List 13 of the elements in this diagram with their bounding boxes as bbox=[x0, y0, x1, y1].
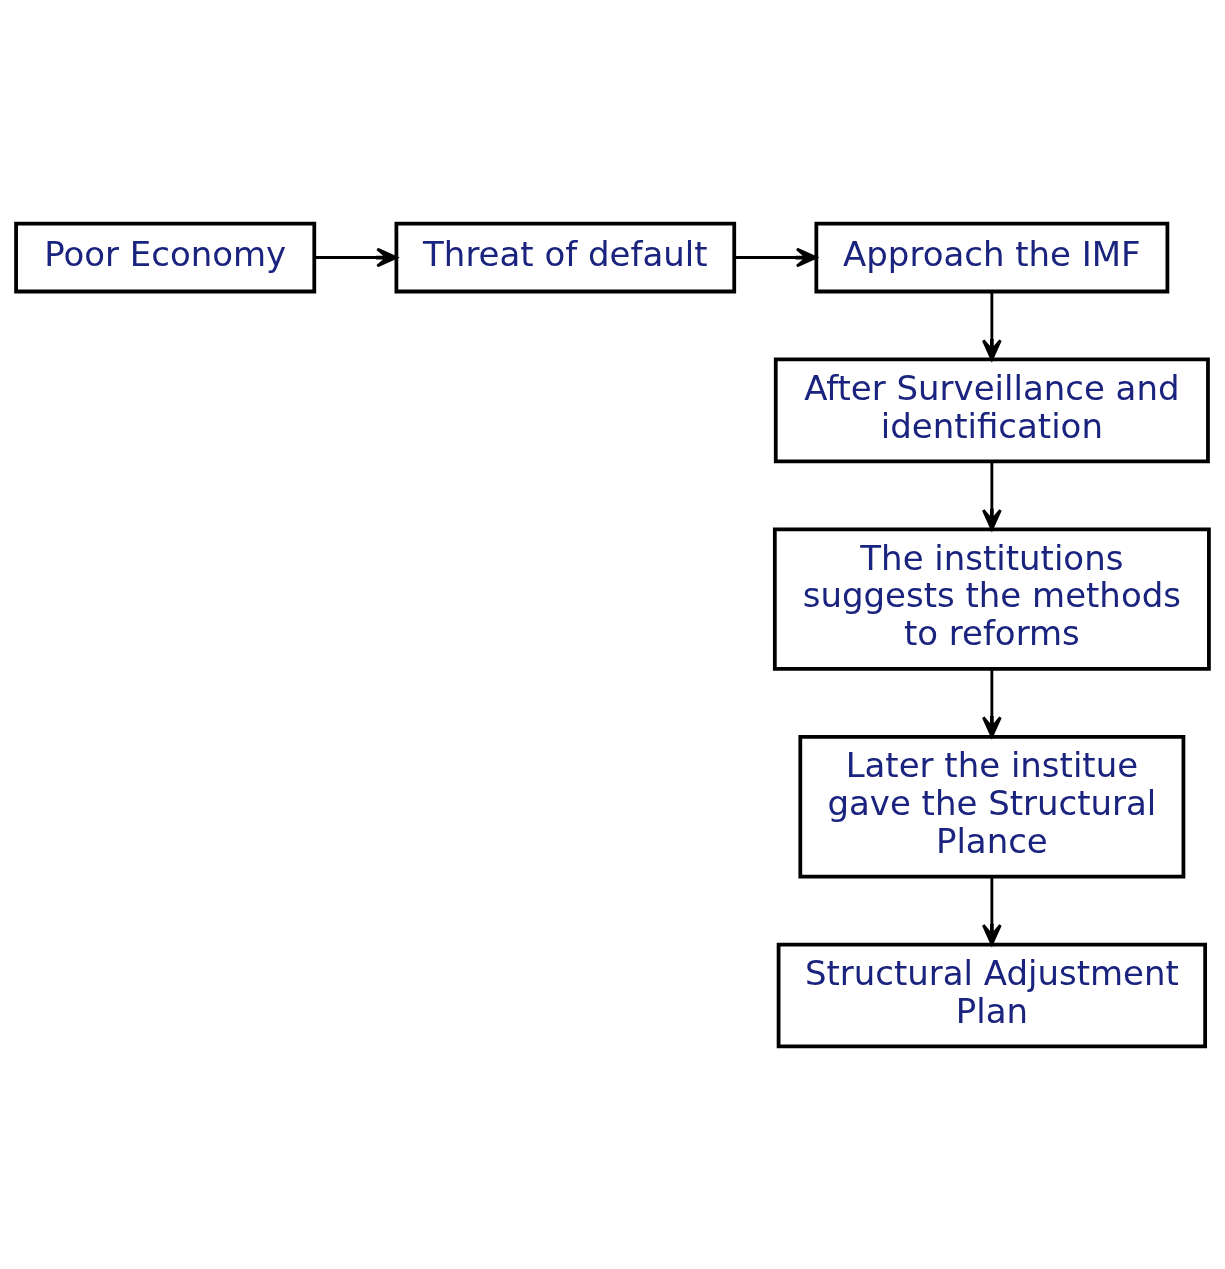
arrow bbox=[981, 291, 1002, 361]
node-box: Threat of default bbox=[394, 221, 737, 293]
node-box: The institutions suggests the methods to reforms bbox=[772, 526, 1211, 671]
node-box: Later the institue gave the Structural Plance bbox=[798, 734, 1186, 878]
arrow bbox=[981, 668, 1002, 738]
node-box: Structural Adjustment Plan bbox=[776, 942, 1208, 1048]
node-box: After Surveillance and identification bbox=[773, 357, 1210, 463]
arrow bbox=[734, 247, 818, 267]
arrow bbox=[981, 876, 1002, 945]
node-box: Poor Economy bbox=[14, 221, 317, 293]
arrow bbox=[314, 247, 398, 267]
arrow bbox=[981, 460, 1002, 531]
node-box: Approach the IMF bbox=[814, 221, 1170, 293]
